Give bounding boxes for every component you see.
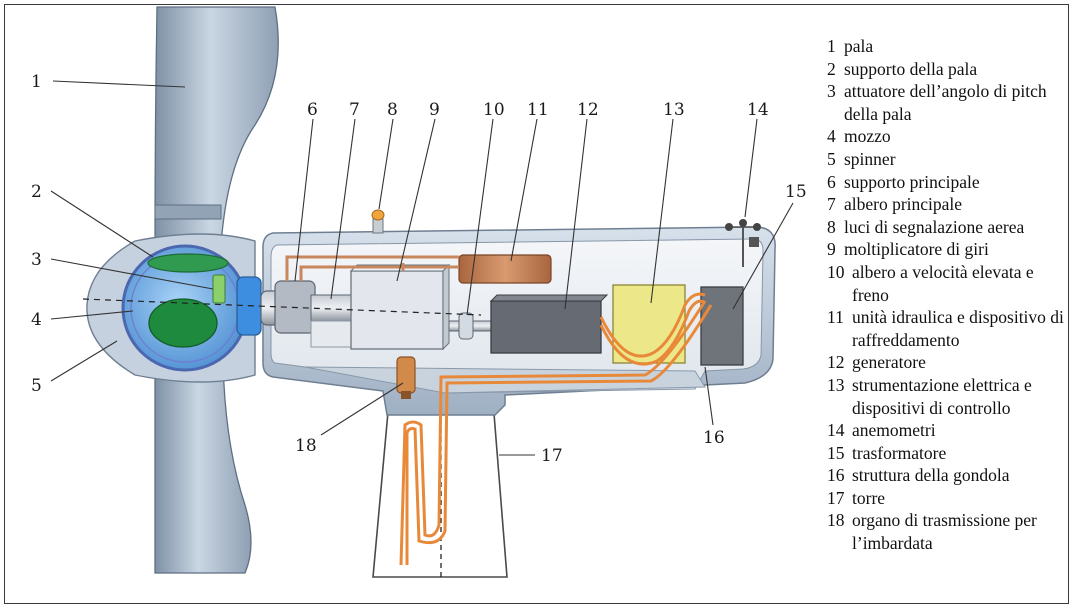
callout-8: 8 [387, 100, 398, 120]
yaw-drive [396, 356, 416, 399]
hydraulic-unit [458, 254, 552, 284]
cables [399, 292, 713, 566]
callout-1: 1 [31, 72, 42, 92]
callout-7: 7 [349, 100, 360, 120]
callout-4: 4 [31, 310, 42, 330]
transformer [700, 286, 744, 366]
callout-11: 11 [527, 100, 549, 120]
anemometer [725, 219, 761, 267]
callout-2: 2 [31, 182, 42, 202]
main-shaft [260, 280, 356, 348]
callout-13: 13 [663, 100, 685, 120]
callout-18: 18 [295, 436, 317, 456]
callout-14: 14 [747, 100, 769, 120]
rotor-axis [82, 298, 482, 316]
wind-turbine-diagram: 1 2 3 4 5 6 7 8 9 10 11 12 13 14 15 16 1… [31, 6, 807, 578]
callout-numbers: 1 2 3 4 5 6 7 8 9 10 11 12 13 14 15 16 1… [31, 72, 807, 466]
callout-16: 16 [703, 428, 725, 448]
callout-12: 12 [577, 100, 599, 120]
leader-lines [50, 80, 794, 456]
callout-6: 6 [307, 100, 318, 120]
callout-5: 5 [31, 376, 42, 396]
piping [285, 255, 459, 281]
aviation-light [371, 209, 385, 234]
control-cabinet [612, 284, 686, 364]
gearbox [349, 263, 451, 351]
rotor-blades [154, 6, 279, 574]
diagram-frame: 1 2 3 4 5 6 7 8 9 10 11 12 13 14 15 16 1… [4, 4, 1069, 604]
callout-10: 10 [483, 100, 505, 120]
callout-9: 9 [429, 100, 440, 120]
callout-3: 3 [31, 250, 42, 270]
callout-15: 15 [785, 182, 807, 202]
generator [489, 294, 609, 354]
callout-17: 17 [541, 446, 563, 466]
